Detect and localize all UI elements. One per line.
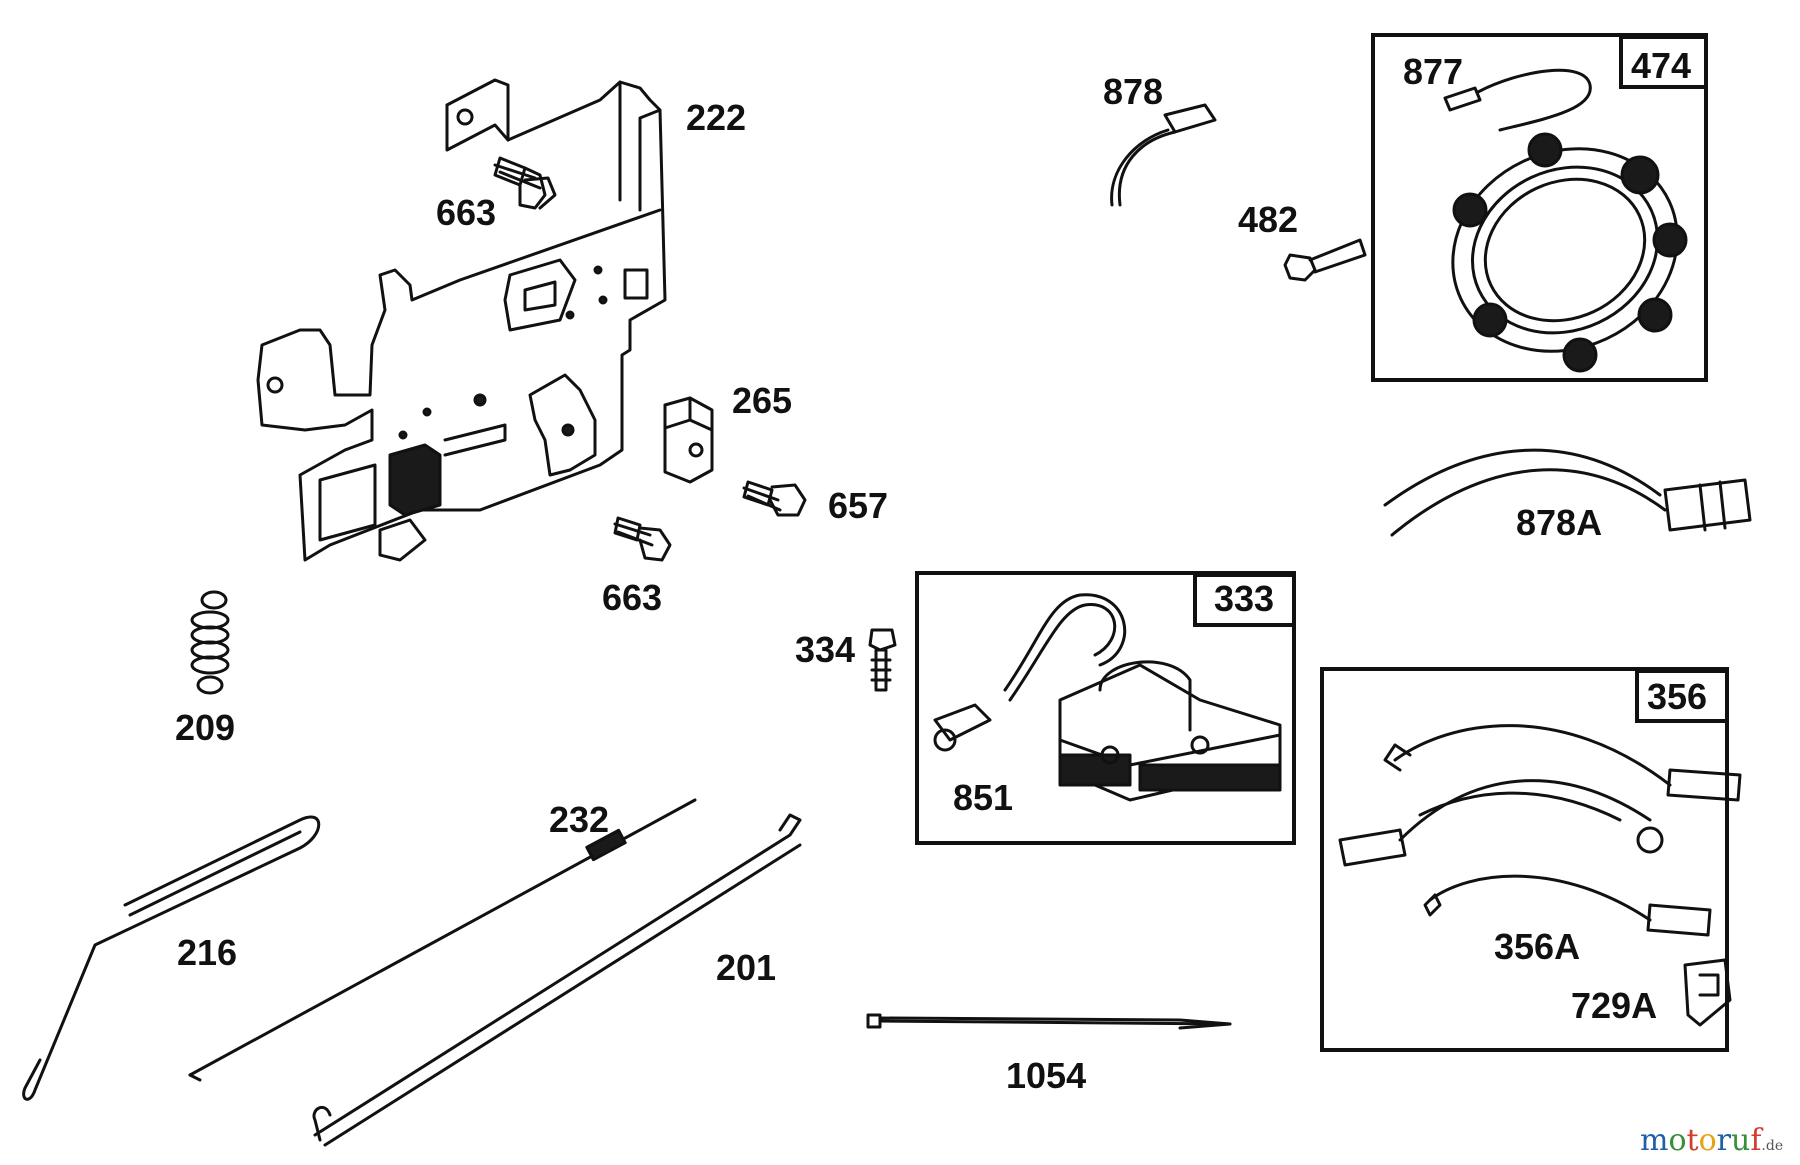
- svg-text:motoruf.de: motoruf.de: [1640, 1123, 1783, 1158]
- part-663-screw-upper-drawing: [493, 156, 557, 210]
- part-label-878: 878: [1103, 71, 1163, 112]
- watermark-logo: motoruf.de: [1640, 1123, 1783, 1158]
- kit-474-box: [1371, 33, 1708, 382]
- part-216-link-drawing: [22, 815, 321, 1101]
- part-209-spring-drawing: [190, 590, 230, 695]
- part-labels: 222 663 663 265 657 209 216 232 201 334 …: [175, 51, 1657, 1096]
- part-label-663-lower: 663: [602, 577, 662, 618]
- part-label-1054: 1054: [1006, 1055, 1086, 1096]
- kit-356-harness-drawing: [1338, 724, 1742, 937]
- kit-333-armature-drawing: [933, 593, 1282, 802]
- part-label-356A: 356A: [1494, 926, 1580, 967]
- kit-labels: 474 333 356: [1214, 45, 1707, 717]
- part-label-878A: 878A: [1516, 502, 1602, 543]
- part-482-bolt-drawing: [1283, 238, 1367, 282]
- kit-474-alternator-drawing: [1443, 68, 1688, 373]
- part-label-265: 265: [732, 380, 792, 421]
- part-663-screw-lower-drawing: [613, 516, 672, 562]
- part-label-851: 851: [953, 777, 1013, 818]
- part-334-screw-drawing: [868, 628, 897, 692]
- part-label-216: 216: [177, 932, 237, 973]
- part-label-663-upper: 663: [436, 192, 496, 233]
- kit-333-box: [915, 571, 1296, 845]
- part-265-clip-drawing: [663, 396, 714, 484]
- part-232-rod-drawing: [188, 798, 697, 1082]
- part-label-209: 209: [175, 707, 235, 748]
- part-1054-cable-tie-drawing: [866, 1013, 1232, 1030]
- part-222-control-bracket-drawing: [256, 78, 667, 562]
- kit-label-356: 356: [1647, 676, 1707, 717]
- part-label-657: 657: [828, 485, 888, 526]
- kit-356-tag: [1635, 669, 1729, 723]
- part-label-334: 334: [795, 629, 855, 670]
- part-878A-harness-drawing: [1383, 448, 1752, 537]
- kit-label-333: 333: [1214, 578, 1274, 619]
- part-label-232: 232: [549, 799, 609, 840]
- part-657-bolt-drawing: [742, 480, 807, 517]
- part-label-201: 201: [716, 947, 776, 988]
- part-201-link-drawing: [312, 813, 802, 1147]
- kit-label-474: 474: [1631, 45, 1691, 86]
- part-878-connector-drawing: [1110, 103, 1217, 207]
- part-729A-clip-drawing: [1683, 958, 1732, 1027]
- part-label-877: 877: [1403, 51, 1463, 92]
- part-label-729A: 729A: [1571, 985, 1657, 1026]
- part-label-482: 482: [1238, 199, 1298, 240]
- part-label-222: 222: [686, 97, 746, 138]
